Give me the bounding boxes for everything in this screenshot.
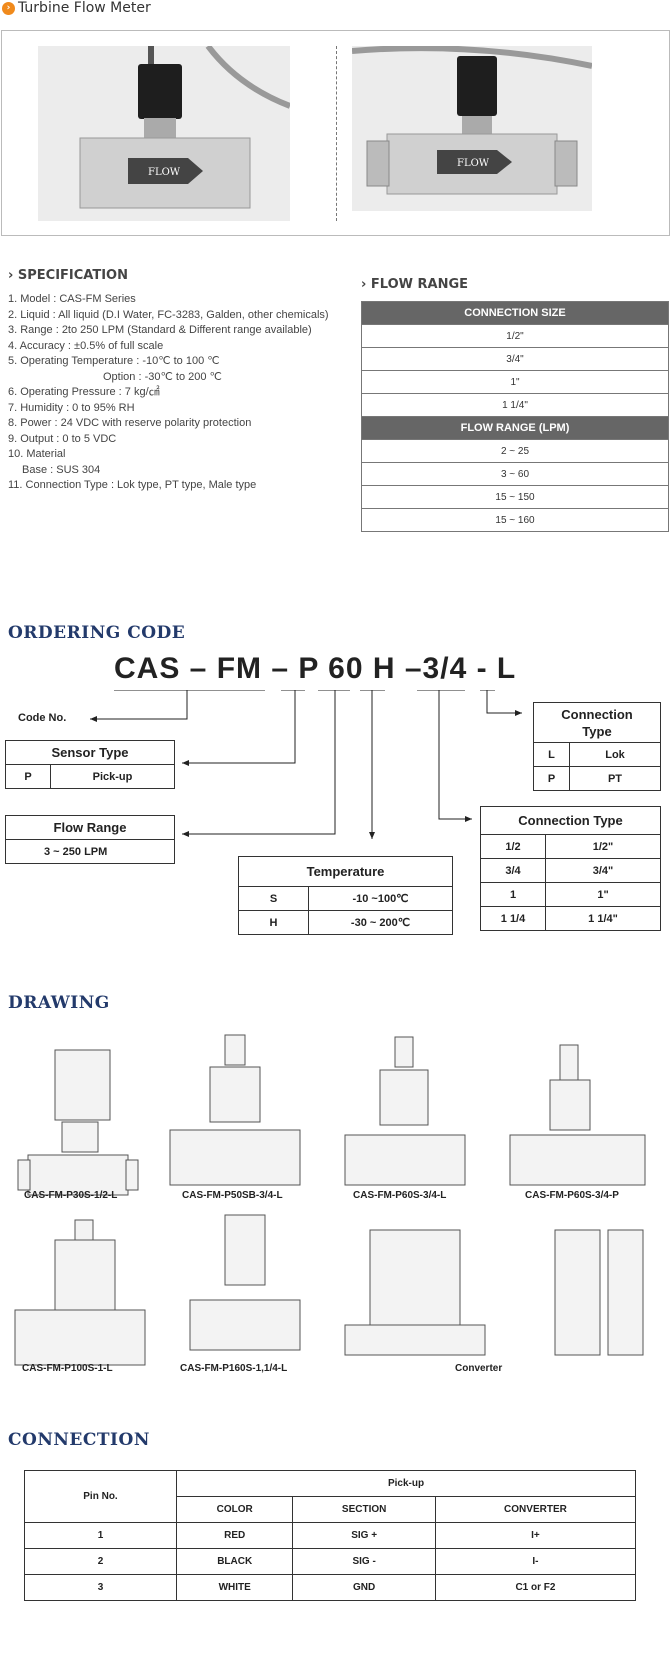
- spec-line: 4. Accuracy : ±0.5% of full scale: [8, 339, 164, 352]
- code-no-label: Code No.: [18, 712, 67, 724]
- table-cell: BLACK: [175, 1548, 294, 1575]
- drawing-caption: CAS-FM-P30S-1/2-L: [24, 1190, 118, 1201]
- sensor-type-title: Sensor Type: [5, 740, 175, 765]
- chevron-right-icon: ›: [2, 2, 15, 15]
- table-cell: 2 ~ 25: [361, 439, 669, 463]
- table-cell: 1/2: [480, 834, 546, 859]
- column-header: COLOR: [175, 1496, 294, 1523]
- flow-range-table: CONNECTION SIZE 1/2" 3/4" 1" 1 1/4" FLOW…: [361, 301, 669, 532]
- spec-line: 9. Output : 0 to 5 VDC: [8, 432, 117, 445]
- photo-frame: [1, 30, 670, 236]
- connection-size-header: CONNECTION SIZE: [361, 301, 669, 325]
- table-cell: P: [533, 766, 570, 791]
- drawing-caption: Converter: [455, 1363, 503, 1374]
- table-cell: 1 1/4": [361, 393, 669, 417]
- table-row: 1 RED SIG + I+: [24, 1522, 637, 1549]
- spec-line: 2. Liquid : All liquid (D.I Water, FC-32…: [8, 308, 329, 321]
- flow-range-code-title: Flow Range: [5, 815, 175, 840]
- table-cell: 15 ~ 150: [361, 485, 669, 509]
- ordering-code-connectors: [90, 690, 522, 839]
- table-cell: Pick-up: [50, 764, 175, 789]
- table-cell: 3 ~ 250 LPM: [5, 839, 175, 864]
- table-cell: 1 1/4: [480, 906, 546, 931]
- column-header: SECTION: [292, 1496, 436, 1523]
- spec-line: 5. Operating Temperature : -10℃ to 100 ℃: [8, 355, 220, 367]
- spec-line: Base : SUS 304: [22, 463, 101, 476]
- table-cell: PT: [569, 766, 661, 791]
- table-cell: P: [5, 764, 51, 789]
- pick-up-header: Pick-up: [176, 1470, 636, 1497]
- table-cell: 1": [361, 370, 669, 394]
- technical-drawings: [14, 1034, 646, 1366]
- table-cell: 1": [545, 882, 661, 907]
- table-cell: 3 ~ 60: [361, 462, 669, 486]
- flow-range-heading: › FLOW RANGE: [361, 277, 469, 292]
- table-row: 3 WHITE GND C1 or F2: [24, 1574, 637, 1601]
- table-cell: 1/2": [545, 834, 661, 859]
- table-cell: -30 ~ 200℃: [308, 910, 453, 935]
- table-row: 2 BLACK SIG - I-: [24, 1548, 637, 1575]
- spec-line: 6. Operating Pressure : 7 kg/㎠: [8, 386, 160, 398]
- flow-label: FLOW: [148, 167, 181, 178]
- table-cell: -10 ~100℃: [308, 886, 453, 911]
- table-cell: Lok: [569, 742, 661, 767]
- flow-range-code-table: Flow Range 3 ~ 250 LPM: [5, 815, 175, 864]
- table-cell: WHITE: [175, 1574, 294, 1601]
- drawing-caption: CAS-FM-P160S-1,1/4-L: [180, 1363, 288, 1374]
- drawing-caption: CAS-FM-P60S-3/4-L: [353, 1190, 447, 1201]
- pin-no-header: Pin No.: [24, 1470, 177, 1523]
- table-cell: I-: [434, 1548, 637, 1575]
- connection-heading: CONNECTION: [8, 1430, 150, 1450]
- drawing-caption: CAS-FM-P60S-3/4-P: [525, 1190, 619, 1201]
- table-cell: SIG -: [292, 1548, 436, 1575]
- drawing-caption: CAS-FM-P100S-1-L: [22, 1363, 113, 1374]
- table-cell: 3: [24, 1574, 177, 1601]
- ordering-code-string: CAS – FM – P 60 H –3/4 - L: [114, 652, 517, 685]
- flow-meter-photo-right: FLOW: [352, 46, 592, 211]
- drawing-caption: CAS-FM-P50SB-3/4-L: [182, 1190, 283, 1201]
- spec-line: Option : -30℃ to 200 ℃: [103, 370, 222, 383]
- spec-line: 11. Connection Type : Lok type, PT type,…: [8, 479, 257, 491]
- spec-line: 8. Power : 24 VDC with reserve polarity …: [8, 417, 252, 429]
- flow-meter-photo-left: FLOW: [38, 46, 290, 221]
- table-cell: GND: [292, 1574, 436, 1601]
- table-cell: 1/2": [361, 324, 669, 348]
- temperature-title: Temperature: [238, 856, 453, 887]
- specification-list: 1. Model : CAS-FM Series 2. Liquid : All…: [8, 292, 348, 494]
- spec-line: 1. Model : CAS-FM Series: [8, 293, 136, 305]
- page-title: Turbine Flow Meter: [18, 0, 151, 16]
- flow-range-header: FLOW RANGE (LPM): [361, 416, 669, 440]
- spec-line: 10. Material: [8, 448, 66, 460]
- specification-heading: › SPECIFICATION: [8, 268, 128, 283]
- connection-pin-table: Pin No. Pick-up COLOR SECTION CONVERTER …: [24, 1470, 637, 1601]
- drawing-heading: DRAWING: [8, 993, 110, 1013]
- table-cell: 3/4": [545, 858, 661, 883]
- table-cell: SIG +: [292, 1522, 436, 1549]
- spec-line: 3. Range : 2to 250 LPM (Standard & Diffe…: [8, 324, 312, 336]
- table-cell: H: [238, 910, 309, 935]
- table-cell: 1 1/4": [545, 906, 661, 931]
- ordering-code-heading: ORDERING CODE: [8, 623, 186, 643]
- table-cell: 15 ~ 160: [361, 508, 669, 532]
- connection-type-title: Connection Type: [480, 806, 661, 835]
- table-cell: 1: [480, 882, 546, 907]
- table-cell: 2: [24, 1548, 177, 1575]
- flow-label: FLOW: [457, 158, 490, 169]
- photo-divider: [336, 46, 337, 221]
- table-cell: S: [238, 886, 309, 911]
- table-cell: 3/4: [480, 858, 546, 883]
- table-cell: I+: [434, 1522, 637, 1549]
- column-header: CONVERTER: [434, 1496, 637, 1523]
- table-cell: 3/4": [361, 347, 669, 371]
- table-cell: 1: [24, 1522, 177, 1549]
- temperature-table: Temperature S-10 ~100℃ H-30 ~ 200℃: [238, 856, 453, 935]
- table-cell: C1 or F2: [434, 1574, 637, 1601]
- spec-line: 7. Humidity : 0 to 95% RH: [8, 401, 135, 414]
- table-cell: L: [533, 742, 570, 767]
- table-cell: RED: [175, 1522, 294, 1549]
